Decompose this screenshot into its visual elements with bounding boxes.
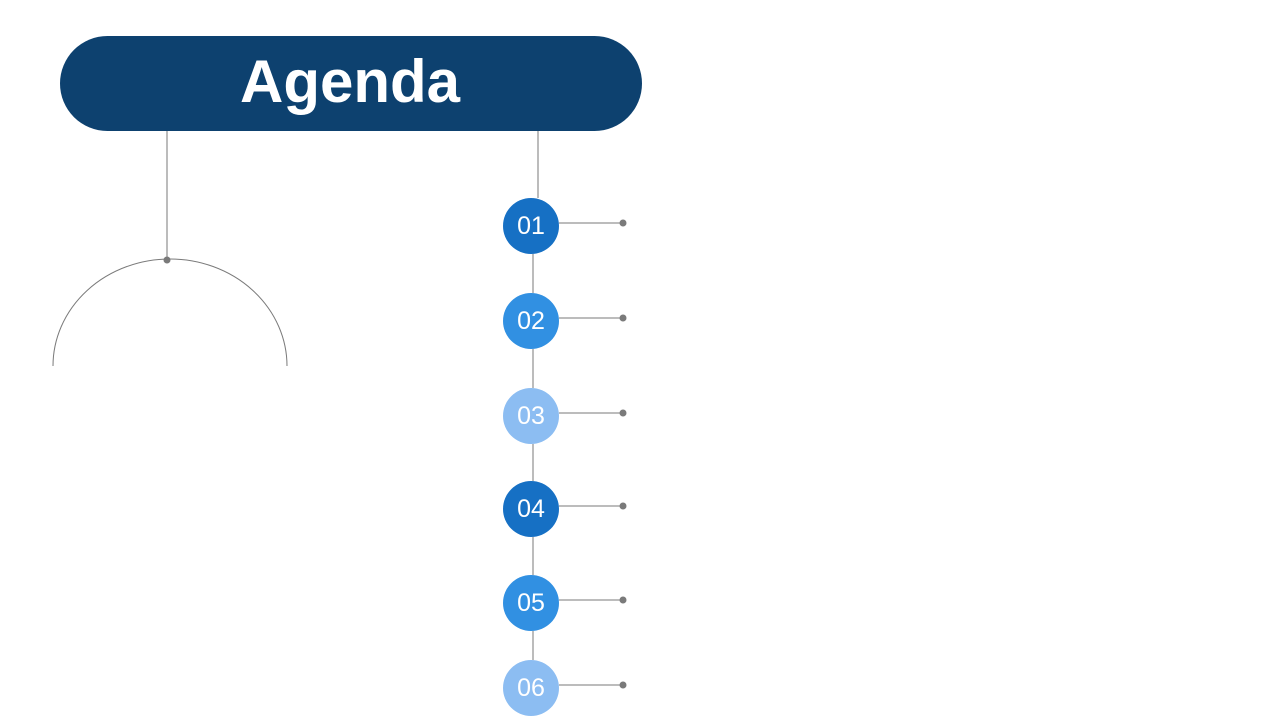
agenda-badge-05: 05 [503,575,559,631]
left-arc [52,258,288,367]
agenda-connector-dot-06 [619,681,627,689]
agenda-number: 03 [517,401,545,430]
agenda-badge-01: 01 [503,198,559,254]
agenda-connector-dot-04 [619,502,627,510]
title-banner: Agenda [60,36,642,131]
page-title: Agenda [239,47,461,115]
agenda-badge-06: 06 [503,660,559,716]
agenda-number: 02 [517,306,545,335]
agenda-number: 04 [517,494,545,523]
agenda-badge-02: 02 [503,293,559,349]
left-arc-dot [163,256,171,264]
agenda-badge-03: 03 [503,388,559,444]
agenda-connector-dot-01 [619,219,627,227]
agenda-badge-04: 04 [503,481,559,537]
agenda-number: 06 [517,673,545,702]
agenda-number: 01 [517,211,545,240]
agenda-number: 05 [517,588,545,617]
agenda-connector-dot-02 [619,314,627,322]
timeline [532,219,627,689]
agenda-connector-dot-05 [619,596,627,604]
agenda-connector-dot-03 [619,409,627,417]
